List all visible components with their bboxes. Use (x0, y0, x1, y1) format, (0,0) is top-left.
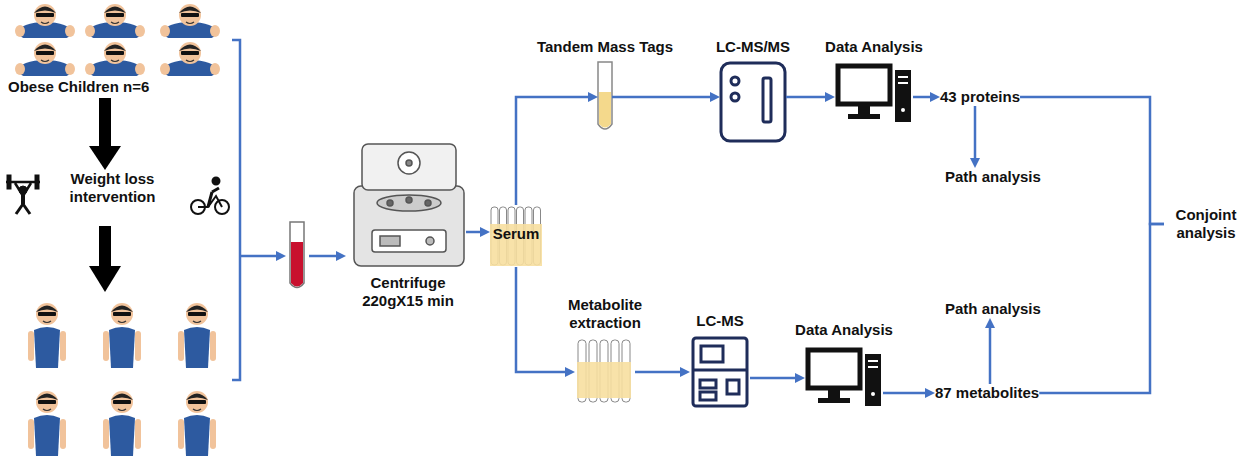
block-arrow (89, 226, 121, 292)
result-label: 87 metabolites (935, 384, 1039, 402)
centrifuge (354, 144, 464, 266)
connector-line (516, 267, 566, 372)
arrow-head (825, 92, 835, 102)
flow-arrow (1039, 224, 1164, 393)
arrow-head (795, 373, 805, 383)
arrow-head (970, 158, 980, 168)
computer-bottom (808, 350, 881, 406)
flow-line (309, 255, 336, 258)
connector-line (99, 98, 111, 147)
sample-bracket (232, 40, 276, 380)
node-text: Obese Children n=6 (8, 78, 149, 96)
group-label: Obese Children n=6 (5, 0, 235, 98)
flow-arrow (612, 92, 720, 102)
connector-line (989, 327, 992, 384)
flow-arrow (1020, 97, 1164, 224)
lcms-instrument (693, 338, 747, 406)
arrow-head (710, 92, 720, 102)
tube-node: Metabolite extraction (575, 338, 635, 404)
centrifuge-node: Centrifuge 220gX15 min (350, 140, 466, 270)
block-arrow (89, 98, 121, 170)
flow-arrow (516, 92, 598, 205)
blood-tube (290, 222, 304, 288)
computer-node: Data Analysis (835, 62, 913, 130)
cyclist-icon (191, 178, 229, 215)
intervention-label: Weight loss intervention (45, 170, 180, 206)
conjoint-label: Conjoint analysis (1164, 206, 1248, 242)
arrow-head (336, 251, 346, 261)
node-text: Path analysis (945, 168, 1041, 186)
serum-node: Serum (490, 205, 542, 267)
flow-arrow (635, 367, 690, 377)
flow-arrow (985, 318, 995, 384)
arrow-head (276, 251, 286, 261)
lcmsms-instrument (721, 63, 785, 141)
node-text: Weight loss intervention (45, 170, 180, 206)
tmt-tube (598, 62, 612, 129)
analysis-label: Path analysis (945, 300, 1041, 318)
result-label: 43 proteins (940, 88, 1020, 106)
connector-line (883, 392, 926, 395)
arrow-head (565, 367, 575, 377)
metabolite-tubes (577, 340, 631, 402)
node-text: LC-MS (696, 312, 744, 330)
flow-arrow (970, 106, 980, 168)
node-text: Conjoint analysis (1164, 206, 1248, 242)
flow-arrow (750, 373, 805, 383)
flow-arrow (883, 388, 935, 398)
analysis-label: Path analysis (945, 168, 1041, 186)
arrow-head (680, 367, 690, 377)
node-text: Data Analysis (825, 38, 923, 56)
node-text: 87 metabolites (935, 384, 1039, 402)
node-text: Serum (490, 205, 542, 243)
node-text: 43 proteins (940, 88, 1020, 106)
tube-node: Tandem Mass Tags (598, 62, 612, 132)
slim-children (28, 303, 216, 456)
node-text: Metabolite extraction (555, 296, 655, 332)
connector-line (1039, 224, 1164, 393)
node-text: Tandem Mass Tags (537, 38, 673, 56)
node-text: Path analysis (945, 300, 1041, 318)
barbell-icon (6, 175, 40, 214)
flow-arrow (913, 92, 940, 102)
node-text: Centrifuge 220gX15 min (347, 274, 469, 310)
flow-arrow (466, 227, 490, 237)
arrow-head (89, 146, 121, 170)
arrow-head (930, 92, 940, 102)
instrument-node: LC-MS (690, 336, 750, 408)
connector-line (750, 377, 796, 380)
arrow-head (480, 227, 490, 237)
connector-line (516, 97, 589, 205)
connector-line (635, 371, 681, 374)
instrument-node: LC-MS/MS (720, 62, 786, 142)
flow-arrow (786, 92, 835, 102)
connector-line (466, 231, 481, 234)
computer-top (838, 66, 911, 122)
arrow-head (985, 318, 995, 328)
connector-line (1020, 97, 1164, 224)
connector-line (612, 96, 711, 99)
node-text: LC-MS/MS (716, 38, 790, 56)
connector-line (913, 96, 931, 99)
computer-node: Data Analysis (805, 345, 883, 415)
flow-arrow (516, 267, 575, 377)
connector-line (786, 96, 826, 99)
arrow-head (925, 388, 935, 398)
connector-line (974, 106, 977, 159)
obese-children (15, 4, 220, 80)
node-text: Data Analysis (795, 321, 893, 339)
arrow-head (588, 92, 598, 102)
